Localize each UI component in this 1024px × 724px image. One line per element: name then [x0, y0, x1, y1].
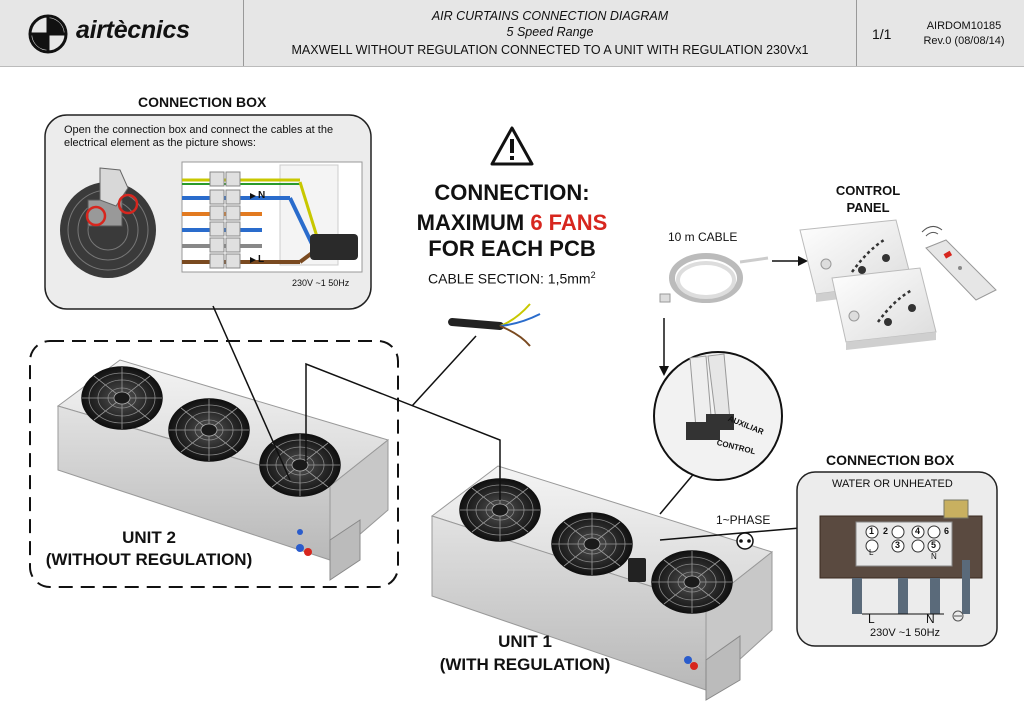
right-supply-label: 230V ~1 50Hz — [870, 627, 941, 639]
page-number: 1/1 — [872, 26, 892, 42]
cable-section-sup: 2 — [590, 270, 596, 280]
cable-coil — [659, 253, 769, 303]
remote-control-icon — [921, 226, 997, 301]
phase-socket-icon — [736, 532, 754, 550]
connection-heading: CONNECTION: — [434, 180, 590, 205]
cable-length-label: 10 m CABLE — [668, 230, 738, 244]
connection-box-instructions: Open the connection box and connect the … — [64, 124, 334, 149]
unit2-label-1: UNIT 2 — [122, 528, 176, 547]
doc-code: AIRDOM10185 — [926, 20, 1002, 32]
unit2-label-2: (WITHOUT REGULATION) — [45, 550, 253, 569]
terminal-label-n: N — [258, 190, 266, 201]
terminal-label-l: L — [258, 254, 265, 265]
unit1-label-2: (WITH REGULATION) — [439, 655, 611, 674]
revision: Rev.0 (08/08/14) — [923, 35, 1005, 47]
terminal-1: 1 — [869, 526, 875, 536]
header-divider — [243, 0, 244, 66]
control-panel-2 — [831, 267, 937, 350]
cable-section-line: CABLE SECTION: 1,5mm2 — [428, 270, 596, 287]
supply-l-label: L — [868, 612, 875, 626]
max-fans-highlight: 6 FANS — [530, 210, 608, 235]
terminal-block-photo — [181, 161, 363, 273]
phase-label: 1~PHASE — [716, 513, 771, 527]
diagram-title: AIR CURTAINS CONNECTION DIAGRAM — [431, 9, 669, 23]
terminal-small-l: L — [869, 548, 874, 557]
airtecnics-logo-icon — [28, 14, 68, 54]
brand-name: airtècnics — [76, 16, 190, 44]
diagram-subtitle: 5 Speed Range — [506, 25, 594, 39]
terminal-6: 6 — [944, 526, 950, 536]
fan-motor-photo — [60, 167, 156, 278]
connection-box-right-title: CONNECTION BOX — [826, 452, 955, 468]
control-panel-title-2: PANEL — [846, 200, 890, 215]
connection-box-left-title: CONNECTION BOX — [138, 94, 267, 110]
unit2-dashed-frame — [29, 340, 399, 588]
control-panel-title-1: CONTROL — [835, 183, 901, 198]
terminal-5: 5 — [931, 540, 937, 550]
supply-n-label: N — [926, 612, 935, 626]
arrows — [659, 256, 808, 376]
cable-end — [448, 303, 541, 347]
max-fans-prefix: MAXIMUM — [416, 210, 531, 235]
header-divider — [856, 0, 857, 66]
max-fans-line: MAXIMUM 6 FANS — [392, 210, 632, 236]
left-supply-label: 230V ~1 50Hz — [292, 278, 350, 288]
cable-section-label: CABLE SECTION: 1,5mm — [428, 270, 591, 287]
diagram-description: MAXWELL WITHOUT REGULATION CONNECTED TO … — [291, 43, 809, 57]
terminal-3: 3 — [895, 540, 901, 550]
unit1-label-1: UNIT 1 — [498, 632, 552, 651]
connection-box-right-subtitle: WATER OR UNHEATED — [832, 478, 953, 490]
per-pcb-line: FOR EACH PCB — [428, 236, 596, 261]
header-bar: airtècnics AIR CURTAINS CONNECTION DIAGR… — [0, 0, 1024, 67]
terminal-small-n: N — [931, 552, 937, 561]
terminal-4: 4 — [915, 526, 921, 536]
auxiliar-control-detail — [653, 351, 783, 481]
warning-triangle-icon — [490, 126, 534, 166]
terminal-2: 2 — [883, 526, 889, 536]
